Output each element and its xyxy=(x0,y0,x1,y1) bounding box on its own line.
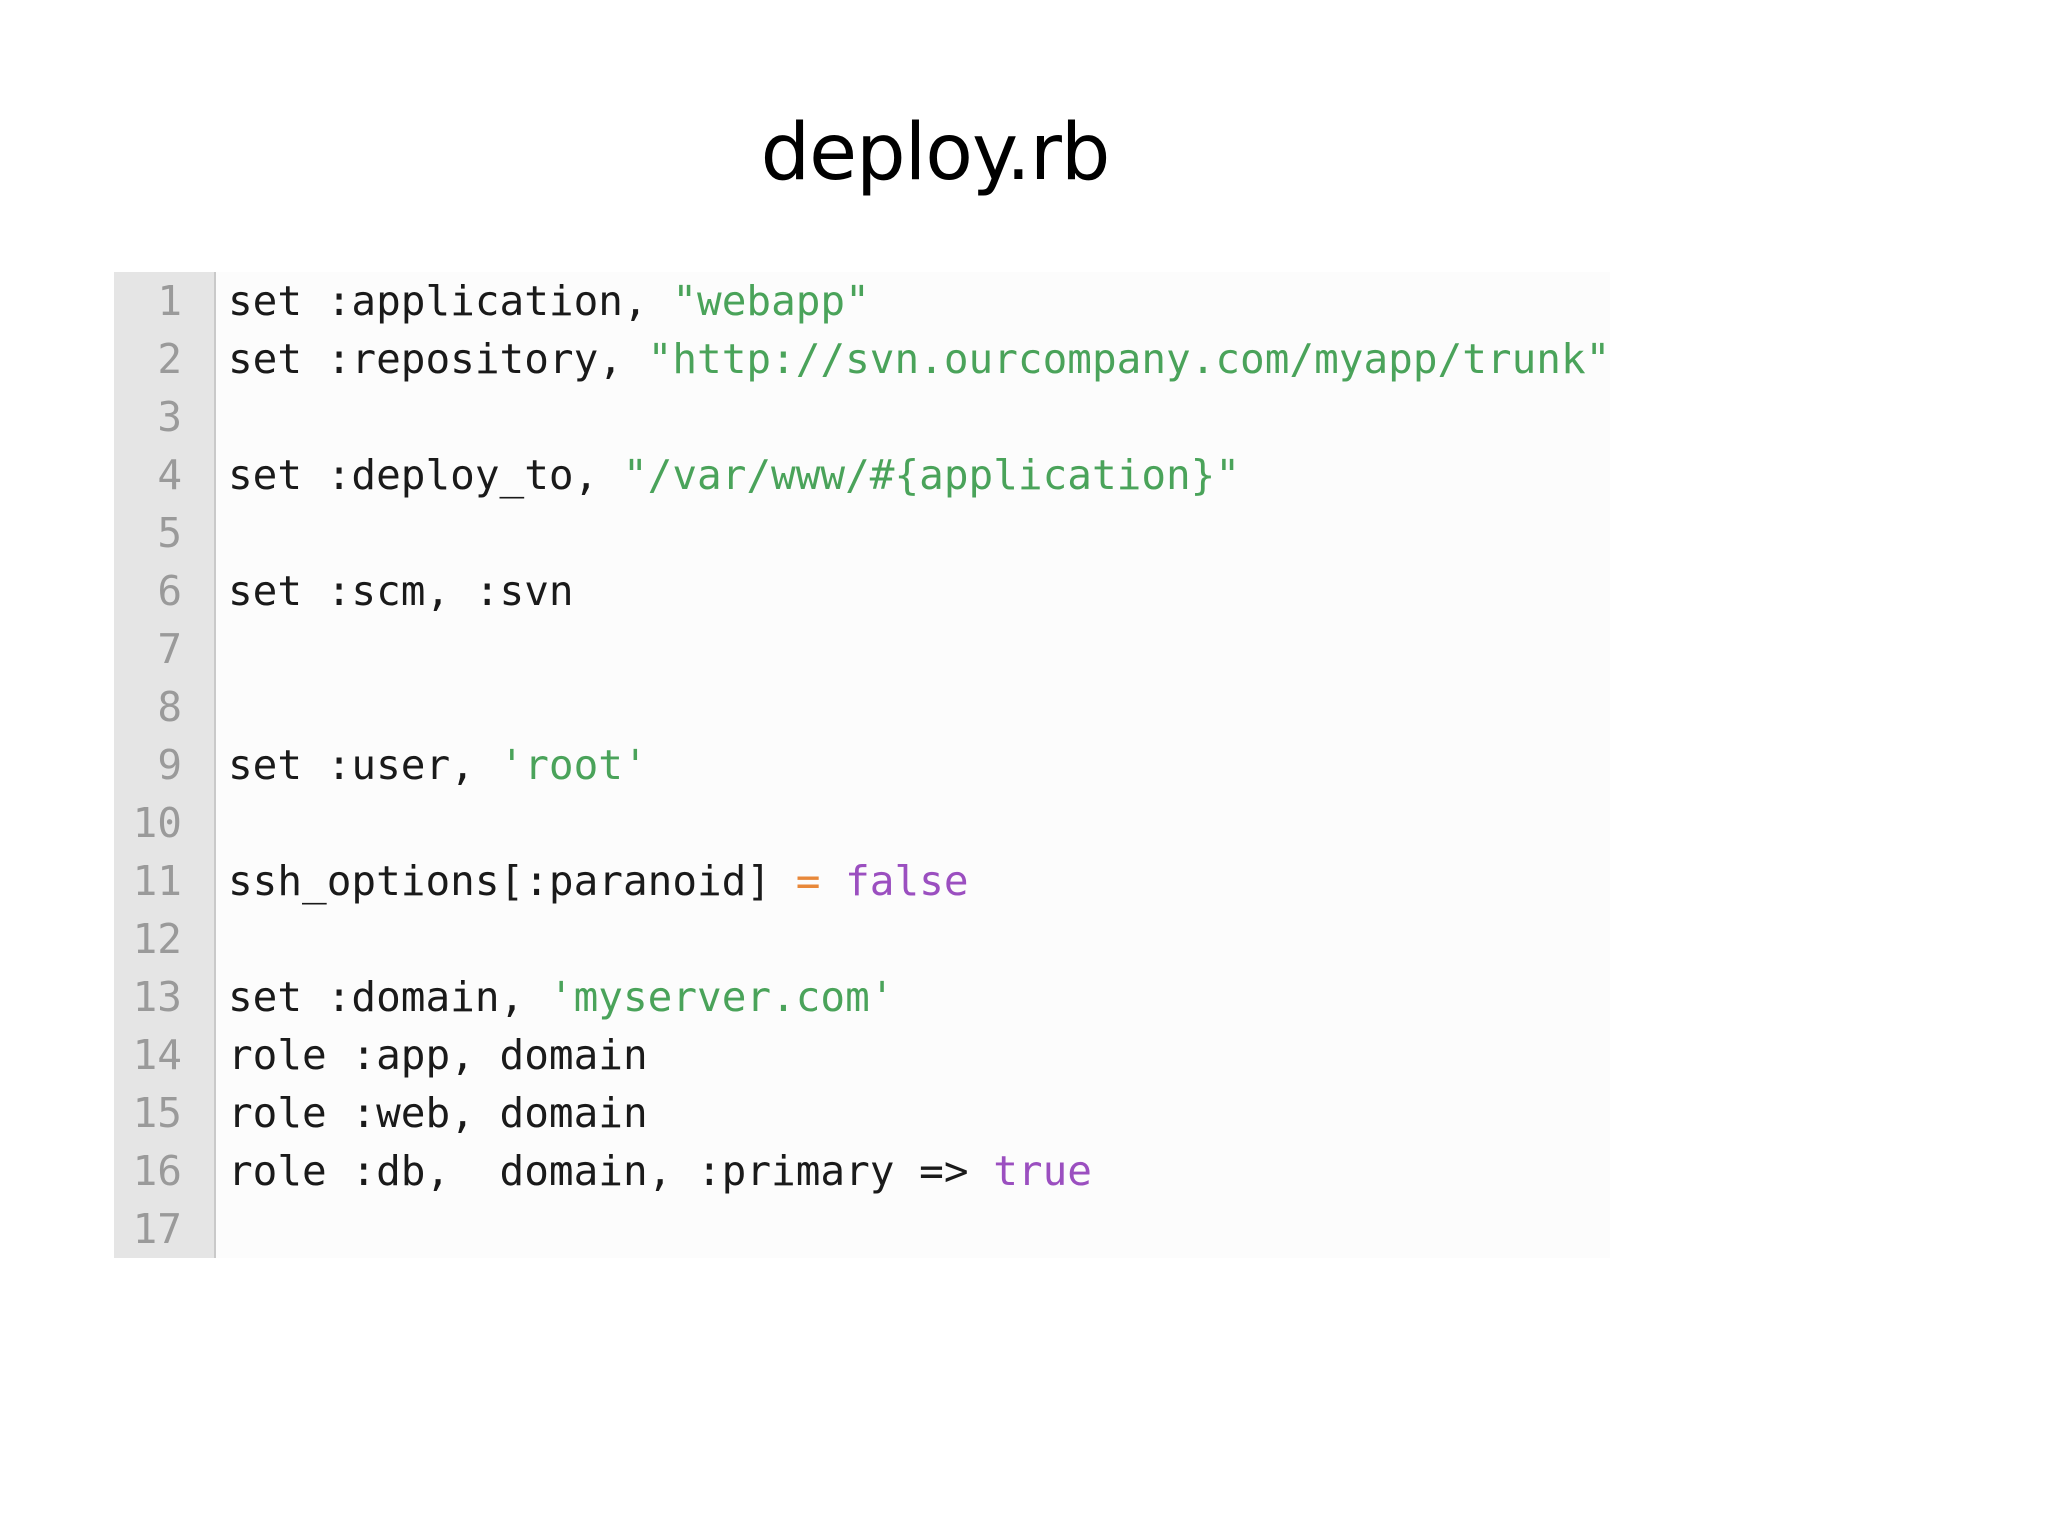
line-number: 6 xyxy=(157,567,182,615)
line-number: 16 xyxy=(132,1147,182,1195)
line-number: 13 xyxy=(132,973,182,1021)
line-number: 9 xyxy=(157,741,182,789)
code-line: set :scm, :svn xyxy=(228,562,1610,620)
line-number: 3 xyxy=(157,393,182,441)
code-token: role :web, domain xyxy=(228,1089,648,1137)
line-number: 17 xyxy=(132,1205,182,1253)
code-line: set :application, "webapp" xyxy=(228,272,1610,330)
code-token: set :deploy_to, xyxy=(228,451,623,499)
line-number: 7 xyxy=(157,625,182,673)
slide-title: deploy.rb xyxy=(760,108,1111,198)
code-line: role :web, domain xyxy=(228,1084,1610,1142)
code-token: role :db, domain, :primary => xyxy=(228,1147,994,1195)
string-literal: "http://svn.ourcompany.com/myapp/trunk" xyxy=(647,335,1611,383)
code-token: set :domain, xyxy=(228,973,549,1021)
line-number: 11 xyxy=(132,857,182,905)
string-literal: 'myserver.com' xyxy=(548,973,895,1021)
code-line: ​ xyxy=(228,620,1610,678)
code-line: ​ xyxy=(228,678,1610,736)
line-number: 1 xyxy=(157,277,182,325)
line-number: 12 xyxy=(132,915,182,963)
keyword-literal: false xyxy=(845,857,969,905)
line-number: 5 xyxy=(157,509,182,557)
code-line: ssh_options[:paranoid] = false xyxy=(228,852,1610,910)
code-token: set :repository, xyxy=(228,335,648,383)
code-line: ​ xyxy=(228,388,1610,446)
line-number: 10 xyxy=(132,799,182,847)
code-line: set :domain, 'myserver.com' xyxy=(228,968,1610,1026)
code-line: set :user, 'root' xyxy=(228,736,1610,794)
line-number: 15 xyxy=(132,1089,182,1137)
code-line: role :db, domain, :primary => true xyxy=(228,1142,1610,1200)
line-number: 8 xyxy=(157,683,182,731)
code-line: ​ xyxy=(228,1200,1610,1258)
code-token: role :app, domain xyxy=(228,1031,648,1079)
line-number: 14 xyxy=(132,1031,182,1079)
line-number: 4 xyxy=(157,451,182,499)
line-number: 2 xyxy=(157,335,182,383)
code-token xyxy=(820,857,845,905)
code-line: set :deploy_to, "/var/www/#{application}… xyxy=(228,446,1610,504)
code-line: ​ xyxy=(228,794,1610,852)
operator-token: = xyxy=(795,857,821,905)
code-token: set :application, xyxy=(228,277,673,325)
keyword-literal: true xyxy=(993,1147,1092,1195)
code-line: role :app, domain xyxy=(228,1026,1610,1084)
code-line: set :repository, "http://svn.ourcompany.… xyxy=(228,330,1610,388)
code-line: ​ xyxy=(228,504,1610,562)
code-token: set :scm, :svn xyxy=(228,567,574,615)
code-area: set :application, "webapp"set :repositor… xyxy=(216,272,1611,1258)
string-literal: "webapp" xyxy=(672,277,870,325)
string-literal: 'root' xyxy=(499,741,648,789)
string-literal: "/var/www/#{application}" xyxy=(622,451,1241,499)
code-token: set :user, xyxy=(228,741,500,789)
code-line: ​ xyxy=(228,910,1610,968)
code-token: ssh_options[:paranoid] xyxy=(228,857,796,905)
